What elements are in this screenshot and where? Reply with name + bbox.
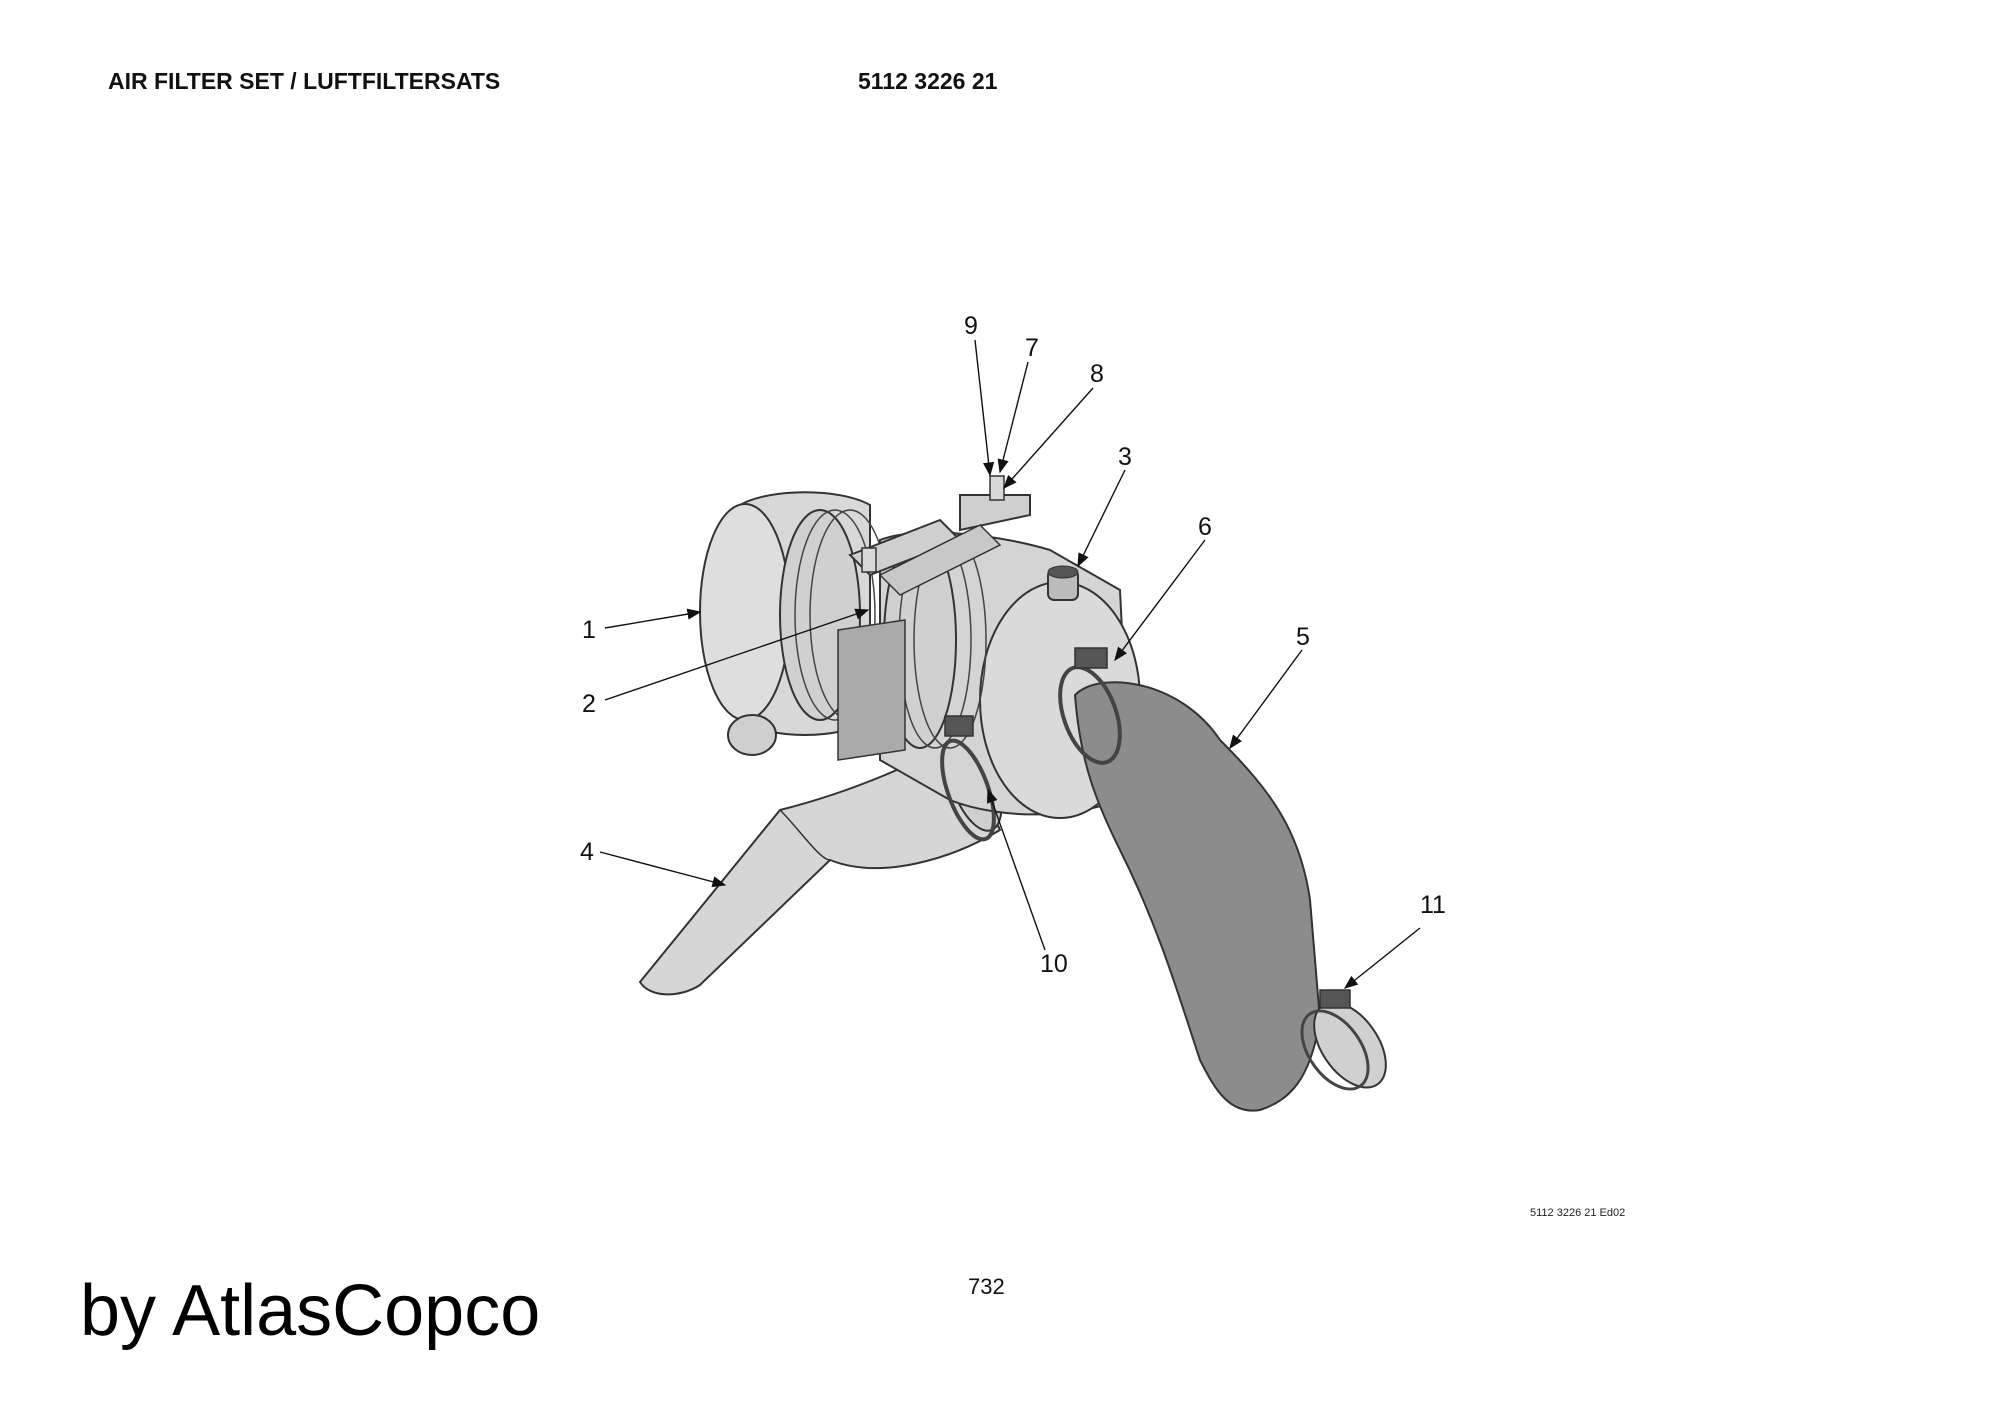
callout-2: 2 bbox=[582, 690, 596, 718]
callout-labels: 1 2 3 4 5 6 7 8 9 10 11 bbox=[580, 312, 1446, 978]
brand-label: by AtlasCopco bbox=[80, 1271, 541, 1351]
callout-7: 7 bbox=[1025, 334, 1039, 362]
page-title: AIR FILTER SET / LUFTFILTERSATS bbox=[108, 68, 501, 94]
part-number: 5112 3226 21 bbox=[858, 68, 998, 94]
mounting-bracket bbox=[848, 475, 1031, 596]
callout-3: 3 bbox=[1118, 443, 1132, 471]
callout-8: 8 bbox=[1090, 360, 1104, 388]
leader-lines bbox=[599, 339, 1421, 989]
callout-1: 1 bbox=[582, 616, 596, 644]
callout-10: 10 bbox=[1040, 950, 1068, 978]
outlet-hose bbox=[1058, 647, 1387, 1112]
callout-4: 4 bbox=[580, 838, 594, 866]
callout-9: 9 bbox=[964, 312, 978, 340]
service-indicator bbox=[1047, 565, 1079, 601]
drawing-reference: 5112 3226 21 Ed02 bbox=[1530, 1207, 1626, 1219]
callout-11: 11 bbox=[1420, 891, 1446, 919]
pipe-clamp bbox=[940, 715, 996, 842]
callout-5: 5 bbox=[1296, 623, 1310, 651]
callout-6: 6 bbox=[1198, 513, 1212, 541]
page-number: 732 bbox=[968, 1274, 1005, 1299]
